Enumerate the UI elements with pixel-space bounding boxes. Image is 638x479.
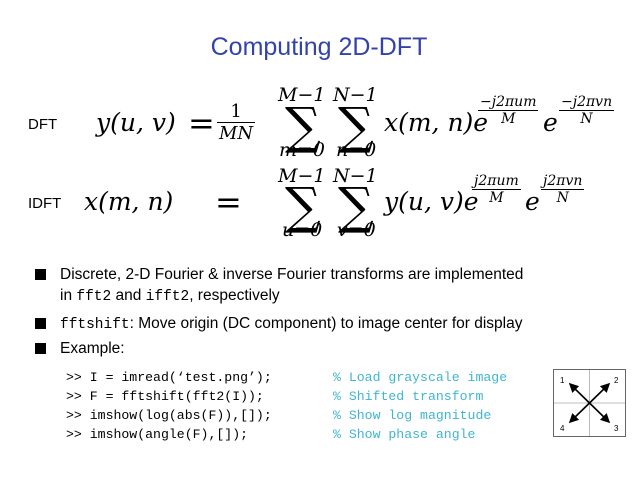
dft-sum1-lower: m=0 — [279, 139, 326, 161]
bullet-1-code-ifft2: ifft2 — [145, 289, 190, 305]
idft-exp1-den: M — [472, 189, 521, 206]
code-line-2: >> F = fftshift(fft2(I)); — [66, 389, 264, 404]
bullet-marker — [35, 269, 46, 280]
dft-exponent-1: −j2πum M — [478, 94, 539, 127]
bullet-2-text: : Move origin (DC component) to image ce… — [129, 315, 523, 332]
bullet-1-text-c: and — [111, 287, 146, 304]
dft-exp2-num: −j2πvn — [561, 94, 613, 110]
idft-sum2-symbol: ∑ — [338, 177, 374, 235]
dft-exp2-den: N — [559, 110, 615, 127]
idft-e2: e — [525, 187, 540, 216]
dft-exp1-num: −j2πum — [480, 94, 537, 110]
dft-sum2-symbol: ∑ — [338, 97, 374, 155]
dft-e2: e — [543, 108, 558, 137]
idft-sum2-lower: v=0 — [337, 219, 376, 241]
dft-exp1-den: M — [478, 110, 539, 127]
bullet-marker — [35, 318, 46, 329]
idft-lhs: x(m, n) — [84, 187, 174, 216]
dft-sum1-symbol: ∑ — [285, 97, 321, 155]
code-line-1: >> I = imread(‘test.png’); — [66, 370, 272, 385]
code-comment-1: % Load grayscale image — [333, 370, 508, 385]
dft-sum1-upper: M−1 — [278, 84, 326, 106]
dft-label: DFT — [28, 116, 58, 133]
code-comment-3: % Show log magnitude — [333, 408, 492, 423]
dft-sum2-upper: N−1 — [333, 84, 378, 106]
idft-label: IDFT — [28, 195, 62, 212]
quadrant-label-2: 2 — [614, 376, 619, 385]
dft-coef-den: MN — [217, 122, 256, 144]
idft-sum2-upper: N−1 — [333, 165, 378, 187]
quadrant-label-1: 1 — [560, 376, 565, 385]
idft-exp1-num: j2πum — [474, 173, 519, 189]
bullet-1-text-d: , respectively — [189, 287, 280, 304]
dft-coefficient: 1 MN — [217, 101, 256, 144]
idft-sum1-lower: u=0 — [282, 219, 323, 241]
idft-exp2-num: j2πvn — [543, 173, 583, 189]
dft-exponent-2: −j2πvn N — [559, 94, 615, 127]
slide-title: Computing 2D-DFT — [210, 33, 428, 61]
code-comment-2: % Shifted transform — [333, 389, 484, 404]
idft-summand: y(u, v)e — [384, 187, 479, 216]
fftshift-quadrant-diagram: 1 2 4 3 — [553, 369, 626, 437]
idft-exponent-2: j2πvn N — [541, 173, 585, 206]
bullet-2-code-fftshift: fftshift — [60, 317, 130, 333]
bullet-1: Discrete, 2-D Fourier & inverse Fourier … — [60, 264, 523, 308]
idft-exponent-1: j2πum M — [472, 173, 521, 206]
dft-equals: = — [188, 104, 215, 142]
bullet-1-text-a: Discrete, 2-D Fourier & inverse Fourier … — [60, 266, 524, 283]
dft-coef-num: 1 — [230, 101, 242, 122]
quadrant-label-4: 4 — [560, 424, 565, 433]
code-line-3: >> imshow(log(abs(F)),[]); — [66, 408, 272, 423]
code-comment-4: % Show phase angle — [333, 427, 476, 442]
quadrant-arrows-icon: 1 2 4 3 — [554, 370, 625, 436]
dft-sum2-lower: n=0 — [336, 139, 377, 161]
dft-lhs: y(u, v) — [96, 108, 176, 137]
idft-sum1-upper: M−1 — [278, 165, 326, 187]
quadrant-label-3: 3 — [614, 424, 619, 433]
idft-exp2-den: N — [541, 189, 585, 206]
idft-equals: = — [215, 183, 242, 221]
bullet-1-text-b: in — [60, 287, 77, 304]
idft-sum1-symbol: ∑ — [285, 177, 321, 235]
bullet-marker — [35, 343, 46, 354]
dft-summand: x(m, n)e — [384, 108, 489, 137]
bullet-3: Example: — [60, 340, 125, 357]
code-line-4: >> imshow(angle(F),[]); — [66, 427, 249, 442]
bullet-1-code-fft2: fft2 — [76, 289, 112, 305]
bullet-2: fftshift: Move origin (DC component) to … — [60, 313, 522, 336]
